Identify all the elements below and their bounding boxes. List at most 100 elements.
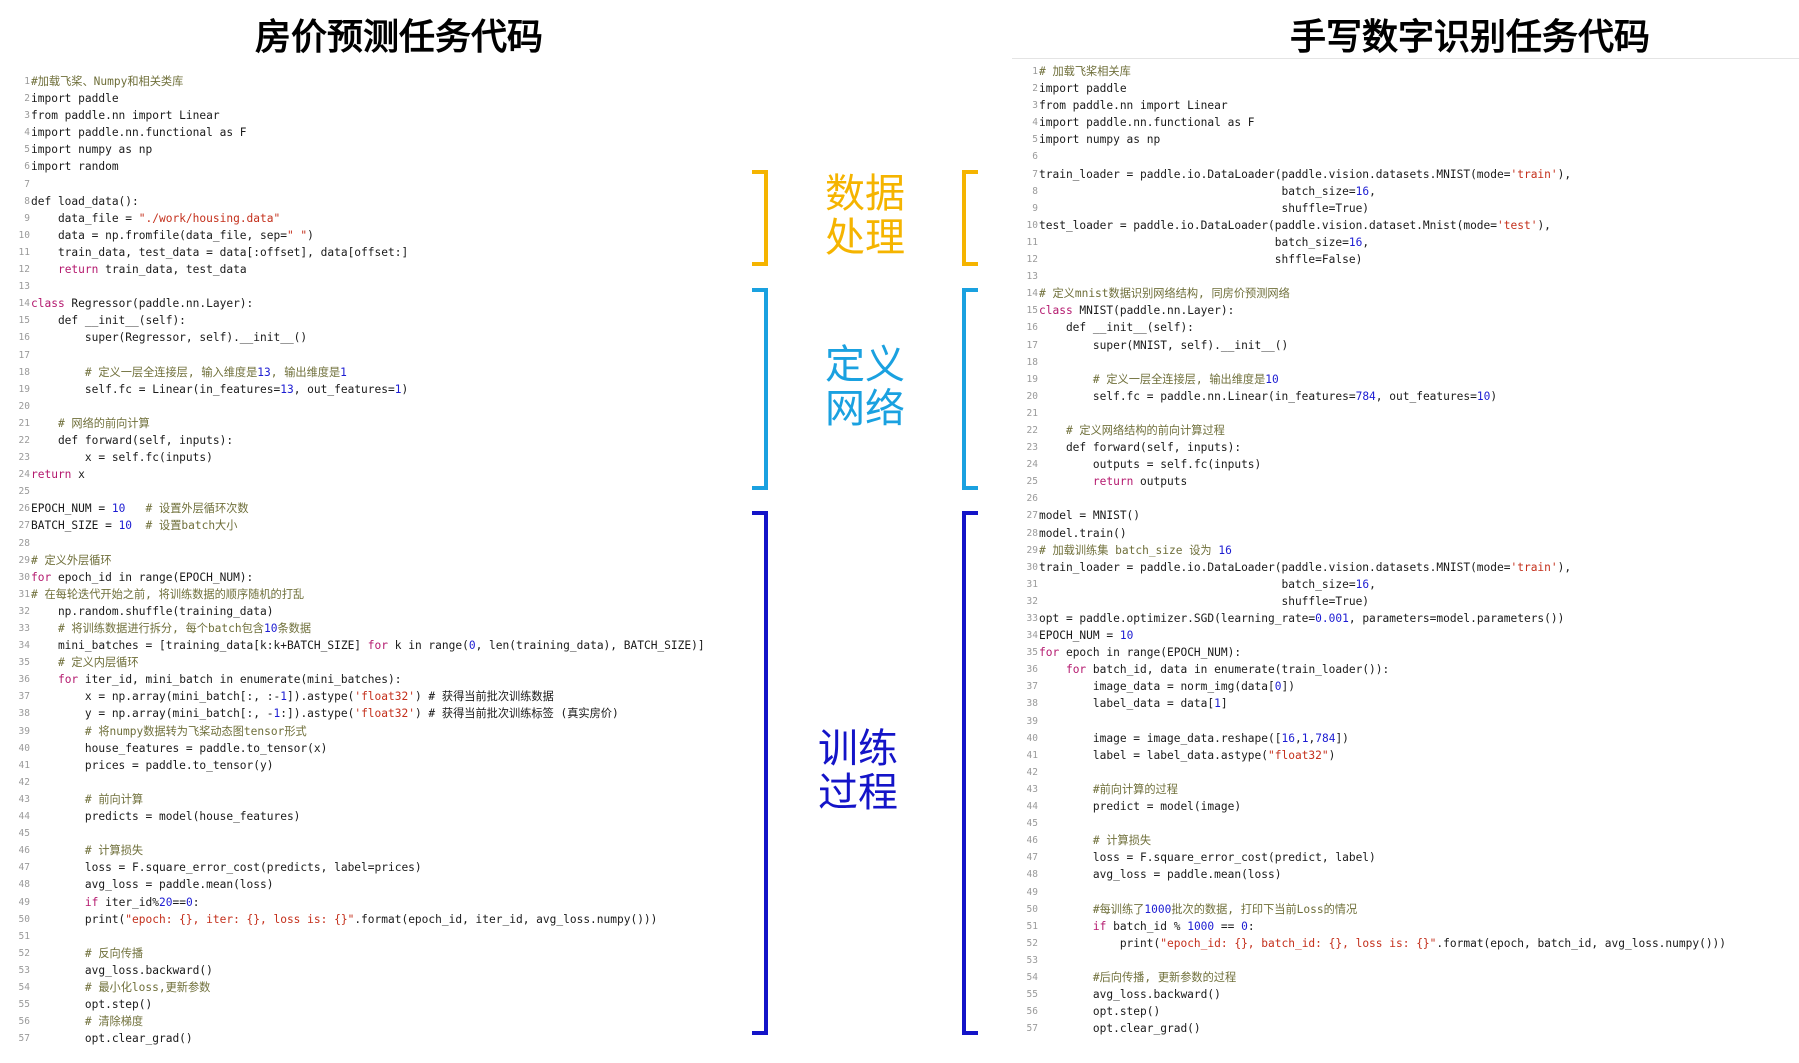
code-line: 21 <box>1016 405 1796 422</box>
code-text: predicts = model(house_features) <box>31 808 301 825</box>
code-line: 49 <box>1016 884 1796 901</box>
code-token: ) # 获得当前批次训练数据 <box>414 690 554 704</box>
line-number: 9 <box>24 212 30 224</box>
code-line: 39 # 将numpy数据转为飞桨动态图tensor形式 <box>8 723 753 740</box>
code-token: 0 <box>468 639 476 653</box>
code-token: test_loader = paddle.io.DataLoader(paddl… <box>1039 218 1498 232</box>
code-text: batch_size=16, <box>1039 576 1375 593</box>
code-token <box>31 673 58 686</box>
code-text: import paddle.nn.functional as F <box>1039 114 1255 131</box>
code-token: # 定义一层全连接层, 输入维度是 <box>31 365 258 379</box>
line-number: 46 <box>1026 835 1038 847</box>
line-number: 32 <box>18 605 30 617</box>
line-number: 41 <box>18 759 30 771</box>
line-number: 46 <box>18 845 30 857</box>
code-line: 15 def __init__(self): <box>8 312 753 329</box>
code-token: import numpy as np <box>31 143 153 157</box>
line-number: 8 <box>24 195 30 207</box>
line-number: 19 <box>1026 373 1038 385</box>
code-text: loss = F.square_error_cost(predict, labe… <box>1039 849 1376 866</box>
code-token: BATCH_SIZE = <box>31 519 119 533</box>
code-text: import paddle.nn.functional as F <box>31 124 247 141</box>
line-number: 22 <box>1026 424 1038 436</box>
code-text: #每训练了1000批次的数据, 打印下当前Loss的情况 <box>1039 901 1357 918</box>
code-token: == <box>1214 919 1242 933</box>
code-token: class <box>1039 304 1073 318</box>
code-token: " " <box>286 228 308 242</box>
line-number: 33 <box>18 623 30 634</box>
code-token: def __init__(self): <box>31 314 186 328</box>
line-number: 53 <box>18 964 30 976</box>
code-token: 784 <box>1315 731 1336 745</box>
code-token: from paddle.nn import Linear <box>31 109 220 123</box>
code-token: predict = model(image) <box>1039 800 1242 814</box>
code-text: self.fc = Linear(in_features=13, out_fea… <box>31 381 408 398</box>
line-number: 38 <box>18 708 30 720</box>
code-line: 36 for batch_id, data in enumerate(train… <box>1016 661 1796 678</box>
code-text: # 定义外层循环 <box>31 552 112 569</box>
code-line: 13 <box>8 278 753 295</box>
code-token: : <box>1247 919 1255 933</box>
code-line: 16 def __init__(self): <box>1016 319 1796 336</box>
code-line: 29# 加载训练集 batch_size 设为 16 <box>1016 542 1796 559</box>
code-token: model.train() <box>1039 526 1127 540</box>
code-token: train_loader = paddle.io.DataLoader(padd… <box>1039 167 1511 181</box>
code-token: , <box>1294 731 1302 745</box>
line-number: 4 <box>24 127 30 139</box>
code-line: 46 # 计算损失 <box>8 842 753 859</box>
line-number: 38 <box>1026 698 1038 710</box>
code-text: data_file = "./work/housing.data" <box>31 210 280 227</box>
code-text: for batch_id, data in enumerate(train_lo… <box>1039 661 1389 678</box>
code-line: 36 for iter_id, mini_batch in enumerate(… <box>8 671 753 688</box>
code-text: # 前向计算 <box>31 791 143 808</box>
code-token: , 输出维度是 <box>270 365 341 379</box>
line-number: 18 <box>18 366 30 378</box>
code-token: 1 <box>340 365 347 379</box>
section-label-data-processing: 数据 处理 <box>810 172 920 260</box>
line-number: 30 <box>1026 561 1038 573</box>
code-token: # 将numpy数据转为飞桨动态图tensor形式 <box>31 724 307 738</box>
brace-right-network <box>962 288 978 490</box>
line-number: 56 <box>18 1016 30 1028</box>
code-text: # 反向传播 <box>31 945 143 962</box>
code-text: print("epoch_id: {}, batch_id: {}, loss … <box>1039 935 1726 952</box>
code-line: 31# 在每轮迭代开始之前, 将训练数据的顺序随机的打乱 <box>8 586 753 603</box>
code-token: , <box>1308 731 1316 745</box>
line-number: 52 <box>1026 937 1038 949</box>
code-line: 6 <box>1016 148 1796 165</box>
code-text: return x <box>31 466 85 483</box>
code-line: 50 print("epoch: {}, iter: {}, loss is: … <box>8 911 753 928</box>
line-number: 31 <box>1026 578 1038 590</box>
code-text: # 计算损失 <box>31 842 143 859</box>
code-token: "float32" <box>1268 748 1329 762</box>
section-label-line: 数据 <box>825 171 905 217</box>
line-number: 7 <box>1032 168 1038 180</box>
code-text: self.fc = paddle.nn.Linear(in_features=7… <box>1039 388 1497 405</box>
line-number: 23 <box>18 452 30 464</box>
code-text: np.random.shuffle(training_data) <box>31 603 274 620</box>
code-line: 55 avg_loss.backward() <box>1016 986 1796 1003</box>
line-number: 10 <box>18 229 30 241</box>
code-text: mini_batches = [training_data[k:k+BATCH_… <box>31 637 705 654</box>
code-text: label_data = data[1] <box>1039 695 1228 712</box>
line-number: 14 <box>1026 288 1038 300</box>
code-token: 10 <box>118 519 133 533</box>
line-number: 25 <box>1026 476 1038 488</box>
code-line: 1#加载飞桨、Numpy和相关类库 <box>8 73 753 90</box>
line-number: 35 <box>1026 647 1038 659</box>
code-line: 19 self.fc = Linear(in_features=13, out_… <box>8 381 753 398</box>
code-token: return <box>1092 475 1134 489</box>
code-token: from paddle.nn import Linear <box>1039 99 1228 113</box>
code-token: iter_id% <box>98 895 159 909</box>
line-number: 51 <box>18 930 30 942</box>
code-token: 13 <box>257 365 271 379</box>
code-line: 28 <box>8 535 753 552</box>
code-text: image_data = norm_img(data[0]) <box>1039 678 1295 695</box>
